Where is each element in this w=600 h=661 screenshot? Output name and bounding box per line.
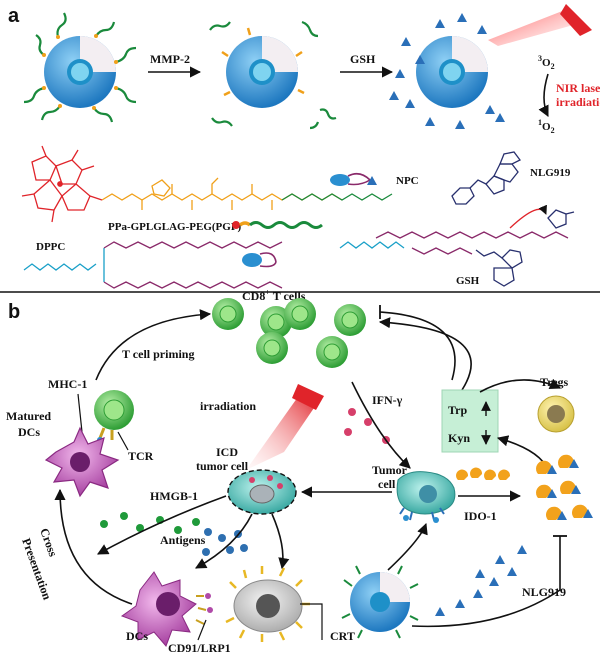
cd91-label: CD91/LRP1 (168, 641, 231, 655)
crt-cell (225, 566, 310, 642)
ifn-to-tumor-arrow (351, 381, 411, 469)
tumor-label-2: cell (378, 477, 396, 491)
nir-laser-source (560, 4, 592, 36)
singlet-oxygen: 1O2 (538, 118, 555, 135)
nir-laser-label: NIR laser (556, 81, 600, 95)
ifn-gamma-label: IFN-γ (372, 393, 403, 407)
t-cell-priming-label: T cell priming (122, 347, 194, 361)
nlg919-label: NLG919 (530, 167, 571, 179)
nanoparticle-releasing (389, 13, 505, 129)
arrow-gsh-label: GSH (350, 52, 376, 66)
tregs-label: Tregs (540, 375, 569, 389)
nanoparticle-b (341, 565, 419, 639)
t-cell-priming-arrow (95, 309, 212, 381)
matured-dcs-label-1: Matured (6, 409, 51, 423)
treg-cell (537, 395, 575, 433)
lactone-structure (547, 209, 575, 229)
nlg919-structure (451, 151, 521, 205)
hmgb1-arrow (97, 495, 227, 555)
oxygen-conversion-arrow (538, 73, 549, 118)
ido-label: IDO-1 (464, 509, 497, 523)
mhc-pointer (77, 393, 83, 433)
npc-label: NPC (396, 175, 419, 187)
np-to-tumor-arrow (387, 522, 428, 571)
icd-label-2: tumor cell (196, 459, 249, 473)
tcr-label: TCR (128, 449, 154, 463)
hmgb1-label: HMGB-1 (150, 489, 198, 503)
mhc-label: MHC-1 (48, 377, 87, 391)
nlg919-label-b: NLG919 (522, 585, 566, 599)
crt-label: CRT (330, 629, 355, 643)
matured-dc-cell (44, 426, 120, 498)
nanoparticle-peg (23, 12, 137, 123)
tumor-cell (396, 471, 456, 523)
npc-cartoon-icon (242, 252, 277, 268)
icd-label-1: ICD (216, 445, 238, 459)
cross-presentation-arrow (54, 488, 133, 605)
trp-to-cd8-arrow (378, 317, 472, 391)
dcs-label: DCs (126, 629, 148, 643)
tumor-label-1: Tumor (372, 463, 408, 477)
ido-nlg-complex (536, 454, 593, 520)
panel-b-label: b (8, 301, 20, 323)
trp-kyn-box: Trp Kyn (441, 389, 499, 453)
cross-label: Cross (37, 526, 60, 558)
kyn-inhibition-line (379, 311, 456, 381)
cd91-pointer (197, 619, 207, 641)
icd-tumor-cell (227, 469, 297, 515)
ppa-compound-label: PPa-GPLGLAG-PEG(PGP) (108, 221, 242, 233)
trp-label: Trp (448, 403, 467, 417)
cd8-t-cells (212, 298, 366, 368)
antigen-dots (202, 528, 248, 556)
npc-icon (330, 172, 377, 186)
antigen-arrow (195, 513, 253, 569)
laser-source-b (292, 384, 324, 410)
ppa-peg-icon (232, 221, 323, 229)
dppc-structure (23, 241, 283, 289)
crt-pointer (300, 603, 323, 640)
triplet-oxygen: 3O2 (538, 54, 555, 71)
antigens-label: Antigens (160, 533, 206, 547)
panel-a-label: a (8, 5, 20, 27)
irradiation-label-b: irradiation (200, 399, 256, 413)
tcr-pointer (117, 431, 129, 451)
gsh-label: GSH (456, 275, 480, 287)
arrow-mmp2-label: MMP-2 (150, 52, 190, 66)
ifn-gamma-dots (344, 408, 390, 444)
nlg919-molecules (435, 545, 527, 616)
t-cell-tcr (94, 390, 134, 443)
nanoparticle-cleaved (209, 20, 337, 130)
dc-cell (120, 571, 213, 647)
matured-dcs-label-2: DCs (18, 425, 40, 439)
irradiation-label: irradiation (556, 95, 600, 109)
gsh-cleavage-arrow (509, 204, 547, 229)
laser-beam-b (246, 394, 318, 470)
nir-laser-beam (488, 8, 584, 46)
ppa-structure (21, 145, 393, 223)
npc-structure (339, 231, 569, 287)
nlg-inhibition-line (411, 536, 561, 628)
dppc-label: DPPC (36, 241, 65, 253)
kyn-label: Kyn (448, 431, 470, 445)
hmgb1-dots (100, 512, 200, 534)
crt-arrow (271, 513, 290, 570)
to-tregs-arrow (479, 378, 562, 393)
ido-enzymes-free (456, 467, 511, 480)
